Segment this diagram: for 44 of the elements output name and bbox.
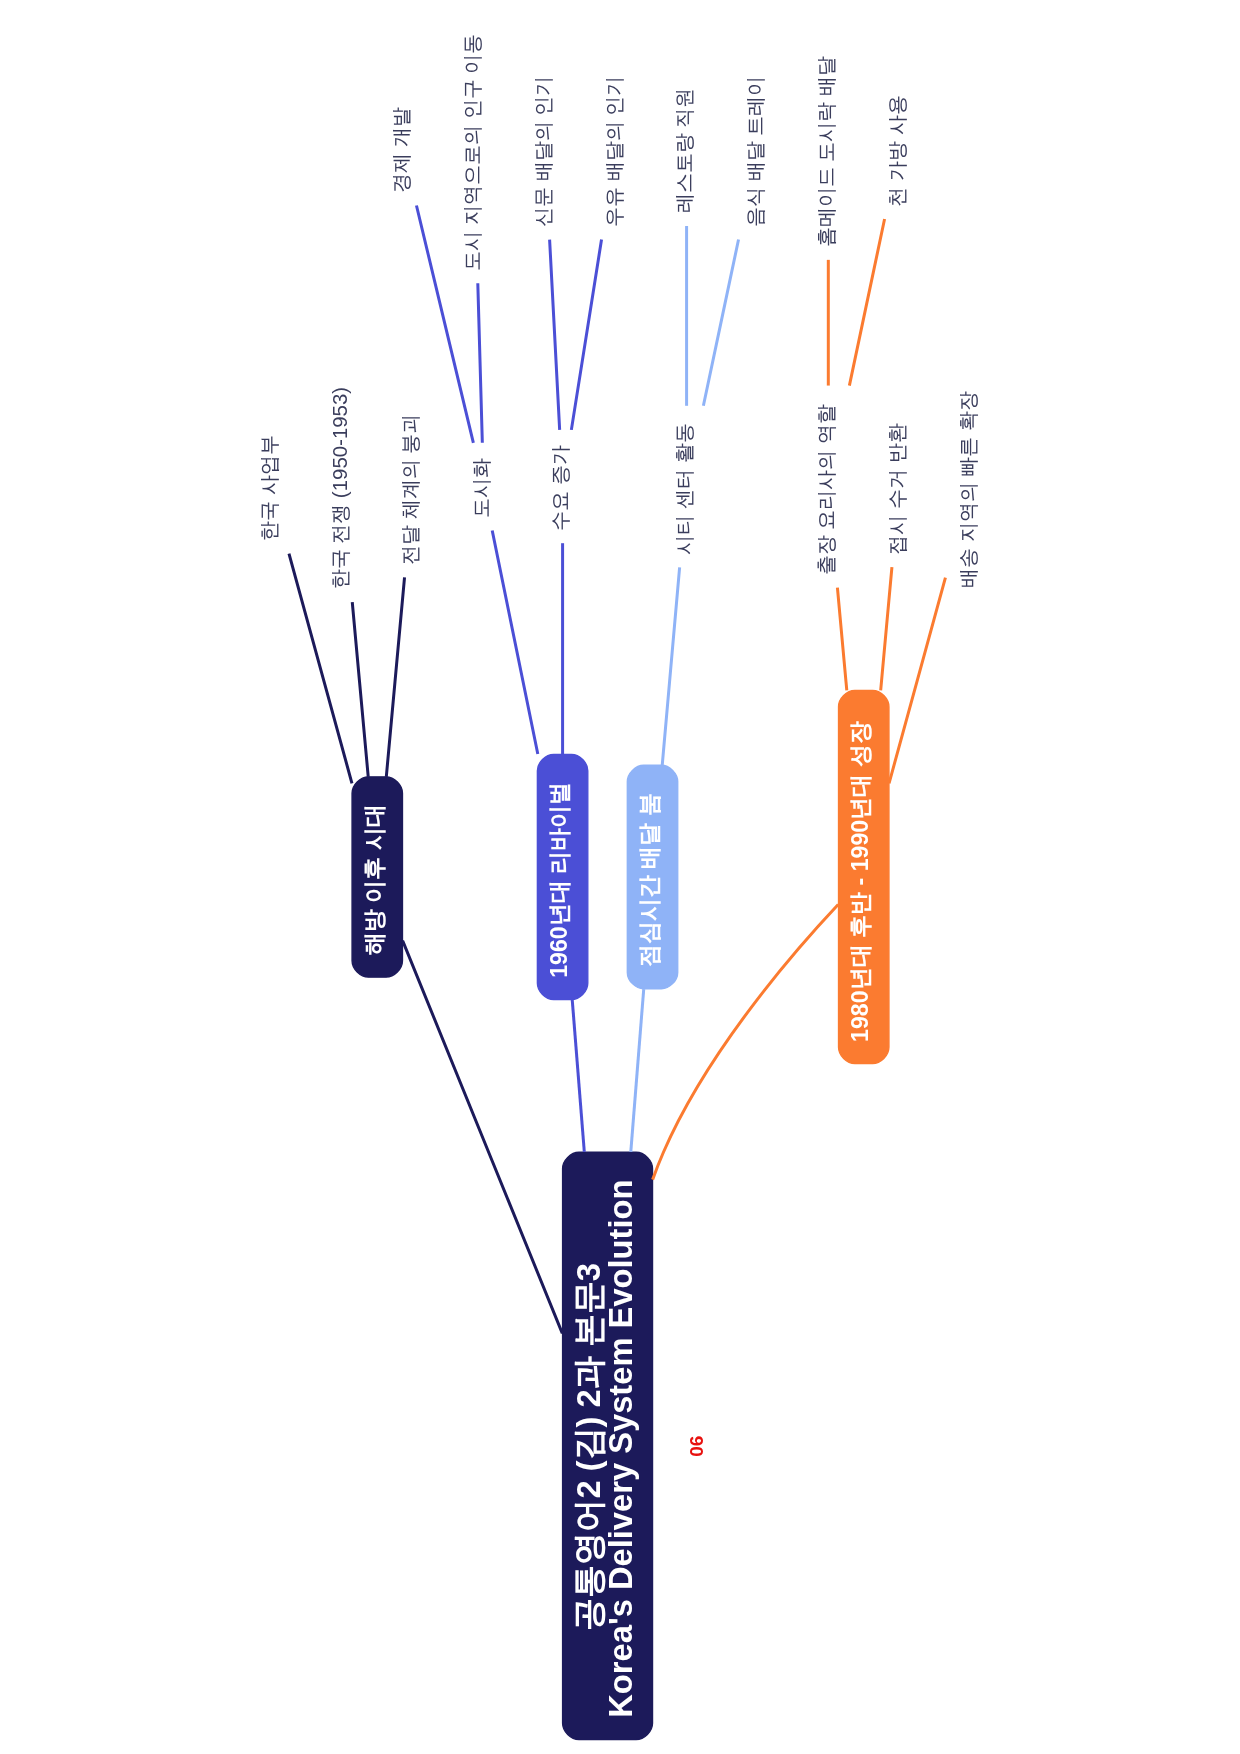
- connector: [350, 601, 370, 777]
- node-text: 음식 배달 트레이: [743, 75, 766, 228]
- connector: [414, 205, 475, 444]
- connector: [475, 283, 484, 443]
- connector: [569, 239, 603, 431]
- node-text: 전달 체계의 붕괴: [398, 413, 421, 565]
- connector: [547, 239, 561, 430]
- node-box: 1980년대 후반 - 1990년대 성장: [837, 689, 890, 1065]
- node-box: 공통영어2 (김) 2과 본문3 Korea's Delivery System Evolution: [561, 1151, 653, 1741]
- connector: [878, 566, 893, 691]
- node-text: 천 가방 사용: [885, 95, 908, 207]
- label: 06: [685, 1435, 707, 1457]
- node-text: 한국 전쟁 (1950-1953): [328, 386, 351, 590]
- connector: [684, 226, 688, 406]
- node-text: 도시화: [469, 457, 492, 518]
- node-text: 출장 요리사의 역할: [814, 403, 837, 576]
- node-box: 1960년대 리바이벌: [536, 753, 588, 1001]
- node-text: 도시 지역으로의 인구 이동: [460, 33, 483, 271]
- node-text: 수요 증가: [548, 445, 571, 531]
- connector: [490, 530, 539, 755]
- connector: [400, 940, 564, 1334]
- node-text: 홈메이드 도시락 배달: [814, 56, 837, 248]
- node-text: 접시 수거 반환: [885, 423, 908, 555]
- connector: [847, 218, 886, 386]
- node-text: 신문 배달의 인기: [531, 75, 554, 228]
- connector: [835, 587, 848, 691]
- connector: [650, 903, 839, 1181]
- connector: [826, 259, 830, 386]
- node-text: 우유 배달의 인기: [602, 75, 624, 228]
- node-text: 한국 사업부: [257, 435, 280, 542]
- connector: [887, 577, 947, 784]
- connector: [570, 999, 586, 1153]
- connector: [660, 567, 681, 766]
- node-box: 해방 이후 시대: [350, 776, 403, 978]
- connector: [628, 988, 645, 1153]
- connector: [560, 543, 564, 755]
- connector: [287, 553, 353, 784]
- connector: [701, 239, 740, 407]
- node-box: 점심시간 배달 붐: [626, 764, 678, 990]
- node-text: 배송 지역의 빠른 확장: [956, 391, 979, 589]
- connector: [384, 577, 406, 777]
- node-text: 시티 센터 활동: [672, 423, 695, 555]
- node-text: 경제 개발: [389, 107, 412, 193]
- node-text: 레스토랑 직원: [672, 87, 695, 214]
